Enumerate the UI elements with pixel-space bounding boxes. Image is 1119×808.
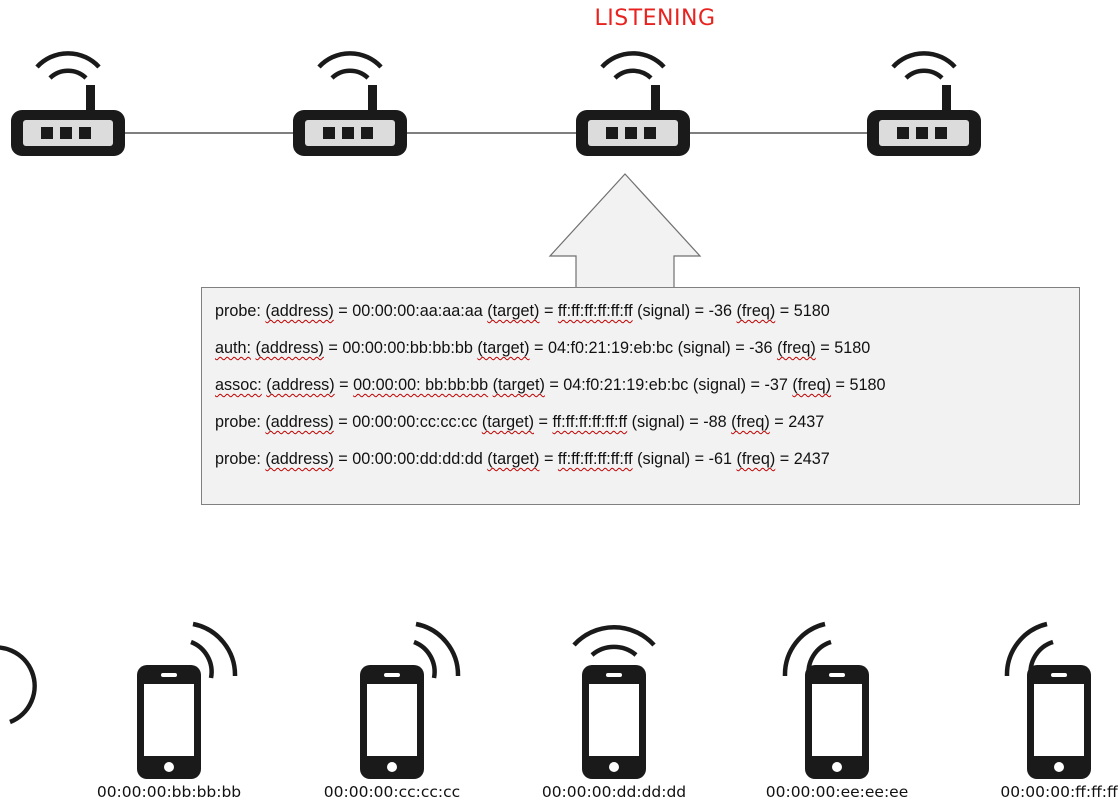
- log-target: 04:f0:21:19:eb:bc: [563, 376, 689, 394]
- log-signal: -36: [708, 302, 733, 320]
- log-line: probe: (address) = 00:00:00:dd:dd:dd (ta…: [215, 450, 830, 468]
- log-signal: -88: [703, 413, 727, 431]
- wifi-signal-icon: [600, 51, 666, 69]
- smartphone-icon: [1004, 621, 1091, 779]
- log-line: assoc: (address) = 00:00:00: bb:bb:bb (t…: [215, 376, 886, 394]
- wifi-signal-icon: [330, 68, 370, 80]
- log-signal: -37: [764, 376, 788, 394]
- wifi-signal-icon: [891, 51, 957, 69]
- device-mac-label: 00:00:00:ff:ff:ff: [1000, 783, 1118, 801]
- log-address: 00:00:00:bb:bb:bb: [342, 339, 473, 357]
- wifi-signal-icon: [35, 51, 101, 69]
- log-target: ff:ff:ff:ff:ff:ff: [552, 413, 628, 431]
- router-icon: [867, 51, 981, 156]
- log-kind: auth:: [215, 339, 252, 357]
- wifi-signal-icon: [590, 644, 638, 657]
- log-freq: 2437: [788, 413, 825, 431]
- wifi-signal-icon: [190, 639, 214, 679]
- log-line: probe: (address) = 00:00:00:cc:cc:cc (ta…: [215, 413, 825, 431]
- wifi-signal-icon: [572, 625, 656, 647]
- log-address: 00:00:00:cc:cc:cc: [352, 413, 478, 431]
- smartphone-icon: [572, 625, 656, 779]
- wifi-signal-icon: [1004, 621, 1048, 677]
- listening-status-label: LISTENING: [594, 6, 716, 31]
- log-target: ff:ff:ff:ff:ff:ff: [557, 450, 633, 468]
- callout-arrow: [548, 173, 702, 289]
- wifi-signal-icon: [1028, 639, 1054, 679]
- log-freq: 5180: [834, 339, 871, 357]
- router-icon: [576, 51, 690, 156]
- log-target: ff:ff:ff:ff:ff:ff: [557, 302, 633, 320]
- device-mac-label: 00:00:00:bb:bb:bb: [96, 783, 242, 801]
- log-freq: 2437: [793, 450, 830, 468]
- wifi-signal-icon: [806, 639, 832, 679]
- wifi-signal-icon: [415, 621, 461, 677]
- log-freq: 5180: [849, 376, 886, 394]
- wifi-arc-icon: [0, 645, 37, 725]
- device-mac-label: 00:00:00:cc:cc:cc: [323, 783, 461, 801]
- smartphone-icon: [782, 621, 869, 779]
- log-kind: probe:: [215, 302, 261, 320]
- log-address: 00:00:00:dd:dd:dd: [352, 450, 483, 468]
- wifi-signal-icon: [317, 51, 383, 69]
- log-address: 00:00:00: bb:bb:bb: [353, 376, 489, 394]
- log-kind: probe:: [215, 450, 261, 468]
- log-address: 00:00:00:aa:aa:aa: [352, 302, 483, 320]
- router-icon: [293, 51, 407, 156]
- log-kind: assoc:: [215, 376, 262, 394]
- log-signal: -36: [749, 339, 773, 357]
- smartphone-icon: [137, 621, 238, 779]
- wifi-signal-icon: [904, 68, 944, 80]
- log-freq: 5180: [793, 302, 830, 320]
- wifi-signal-icon: [192, 621, 238, 677]
- smartphone-icon: [360, 621, 461, 779]
- device-mac-label: 00:00:00:ee:ee:ee: [765, 783, 909, 801]
- wifi-signal-icon: [613, 68, 653, 80]
- log-line: auth: (address) = 00:00:00:bb:bb:bb (tar…: [215, 339, 871, 357]
- wifi-signal-icon: [48, 68, 88, 80]
- log-kind: probe:: [215, 413, 261, 431]
- wifi-signal-icon: [782, 621, 826, 677]
- log-line: probe: (address) = 00:00:00:aa:aa:aa (ta…: [215, 302, 830, 320]
- router-icon: [11, 51, 125, 156]
- capture-log-box: probe: (address) = 00:00:00:aa:aa:aa (ta…: [201, 287, 1080, 505]
- log-target: 04:f0:21:19:eb:bc: [548, 339, 674, 357]
- device-mac-label: 00:00:00:dd:dd:dd: [541, 783, 687, 801]
- wifi-signal-icon: [413, 639, 437, 679]
- log-signal: -61: [708, 450, 733, 468]
